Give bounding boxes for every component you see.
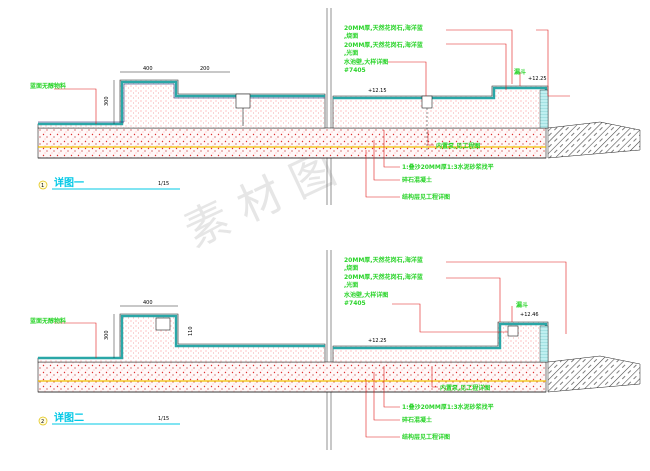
tile-finish [38,314,325,360]
level-a: +12.25 [528,76,547,82]
label-3: 水池壁,大样详图 [344,58,388,66]
label-3b: #7405 [344,67,366,74]
level-b: +12.25 [368,338,387,344]
label-sub4: 结构层见工程详图 [402,433,450,441]
label-sub3: 碎石混凝土 [402,416,432,424]
left-label: 蓝面无醇物料 [30,82,66,90]
marker-number: 1 [41,183,44,189]
label-sub3: 碎石混凝土 [402,176,432,184]
detail-marker-2 [38,416,48,426]
detail-2-scale: 1/15 [158,416,169,422]
left-label: 蓝面无醇物料 [30,317,66,325]
detail-1: 400 200 300 +12.25 +12.15 蓝面无醇物料 20MM厚,天… [30,24,641,201]
leaders-1 [54,29,570,198]
dim-vertical-b: 110 [188,326,194,336]
edge-tile [539,89,549,129]
label-2: 20MM厚,天然花岗石,海洋蓝 [344,41,423,49]
right-wall [332,85,549,129]
dim-vertical: 300 [104,330,110,340]
label-sub2: 1:叠沙20MM厚1:3水泥砂浆找平 [402,403,494,411]
concrete-base [37,361,547,393]
dim-400: 400 [143,66,153,72]
label-2b: ,光面 [344,281,358,289]
marker-number: 2 [41,419,44,425]
label-3: 水池壁,大样详图 [344,291,388,299]
label-sub1: 内置泵,见工程图 [436,142,480,150]
detail-marker-1 [38,180,48,190]
pump-fixture [155,317,171,331]
level-b: +12.15 [368,88,387,94]
label-right: 漏斗 [514,68,526,76]
drain-fixture [507,325,519,337]
left-wall [37,79,326,129]
label-sub2: 1:叠沙20MM厚1:3水泥砂浆找平 [402,163,494,171]
label-1: 20MM厚,天然花岗石,海洋蓝 [344,24,423,32]
label-1b: ,烧面 [344,32,358,40]
soil [547,355,641,393]
dim-vertical: 300 [104,96,110,106]
tile-finish [38,80,325,126]
label-sub4: 结构层见工程详图 [402,193,450,201]
right-wall [332,321,549,363]
left-wall [37,313,326,363]
concrete-base [37,127,547,159]
watermark: 素 材 图 [177,144,344,258]
label-1b: ,烧面 [344,264,358,272]
detail-1-title: 详图一 [54,176,84,189]
label-2b: ,光面 [344,49,358,57]
drain-fixture [421,95,433,109]
label-3b: #7405 [344,300,366,307]
detail-2-title: 详图二 [54,411,84,424]
finish-line [38,83,325,123]
dim-400: 400 [143,300,153,306]
label-right: 漏斗 [516,301,528,309]
soil [547,121,641,159]
label-1: 20MM厚,天然花岗石,海洋蓝 [344,256,423,264]
label-2: 20MM厚,天然花岗石,海洋蓝 [344,273,423,281]
edge-tile [539,325,549,363]
leaders-2 [54,261,567,438]
label-sub1: 内置泵,见工程详图 [440,384,490,392]
level-a: +12.46 [520,312,539,318]
pump-fixture [235,93,251,109]
detail-1-scale: 1/15 [158,181,169,187]
dim-200: 200 [200,66,210,72]
detail-2: 400 300 110 +12.46 +12.25 蓝面无醇物料 20MM厚,天… [30,256,641,441]
